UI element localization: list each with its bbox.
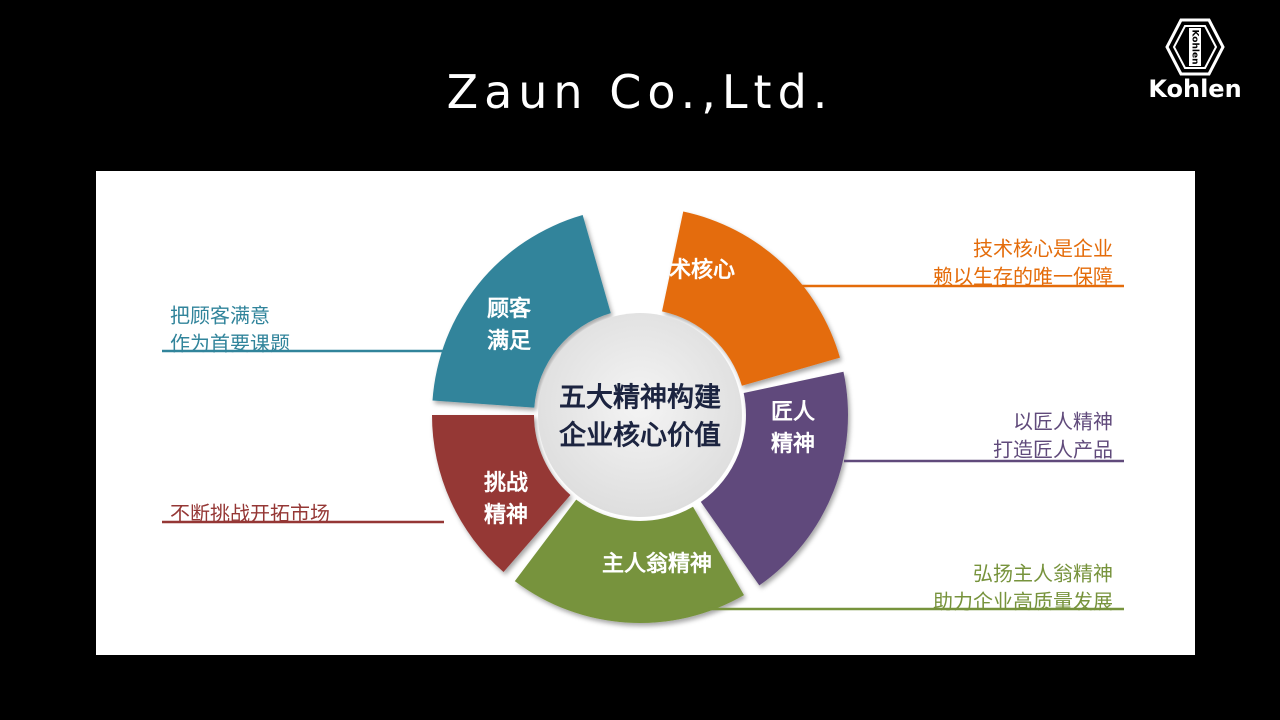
segment-label-craftsman: 精神 — [771, 431, 815, 457]
logo-mark-text: Kohlen — [1190, 29, 1200, 64]
center-disc — [538, 313, 742, 517]
content-panel: 五大精神构建企业核心价值技术核心匠人精神主人翁精神挑战精神顾客满足技术核心是企业… — [96, 171, 1195, 655]
center-label-line-2: 企业核心价值 — [559, 420, 721, 452]
segment-challenge — [432, 415, 571, 572]
center-label-line-1: 五大精神构建 — [559, 383, 721, 414]
note-tech-core: 技术核心是企业 — [973, 237, 1113, 261]
page-title: Zaun Co.,Ltd. — [446, 65, 834, 119]
logo-name: Kohlen — [1148, 75, 1242, 103]
five-spirits-ring-diagram: 五大精神构建企业核心价值技术核心匠人精神主人翁精神挑战精神顾客满足技术核心是企业… — [162, 211, 1124, 623]
note-craftsman: 打造匠人产品 — [993, 438, 1113, 462]
segment-label-ownership: 主人翁精神 — [602, 551, 712, 577]
segment-label-customer: 顾客 — [487, 296, 532, 322]
company-logo: Kohlen Kohlen — [1140, 18, 1250, 108]
segment-tech-core — [662, 211, 840, 386]
segment-label-tech-core: 技术核心 — [647, 257, 735, 283]
note-ownership: 助力企业高质量发展 — [933, 590, 1113, 614]
segment-label-challenge: 挑战 — [484, 471, 528, 496]
note-customer: 把顾客满意 — [170, 304, 270, 328]
note-customer: 作为首要课题 — [170, 332, 290, 356]
note-ownership: 弘扬主人翁精神 — [973, 562, 1113, 586]
segment-customer — [432, 215, 611, 408]
segment-ownership — [514, 499, 744, 623]
segment-label-craftsman: 匠人 — [771, 400, 815, 425]
note-challenge: 不断挑战开拓市场 — [170, 502, 330, 526]
segment-label-challenge: 精神 — [484, 502, 528, 528]
note-tech-core: 赖以生存的唯一保障 — [933, 265, 1113, 289]
note-craftsman: 以匠人精神 — [1013, 410, 1113, 434]
kohlen-diamond-logo-icon: Kohlen — [1165, 18, 1225, 76]
segment-craftsman — [700, 371, 848, 586]
segment-label-customer: 满足 — [487, 329, 531, 354]
